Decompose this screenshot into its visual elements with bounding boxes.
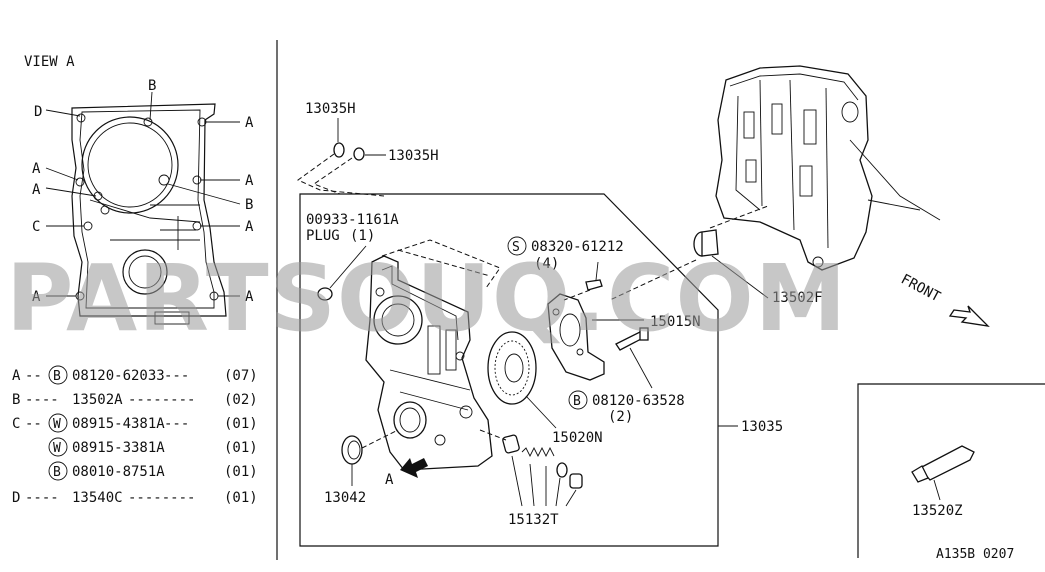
bolt-symbol-circle [568, 390, 588, 410]
label-13035h-top: 13035H [305, 101, 356, 117]
legend-row: B ---- 13502A -------- (02) [12, 392, 258, 408]
view-letter-b-top: B [148, 78, 156, 94]
legend-part: 08915-3381A [72, 440, 165, 456]
screw-code: 08320-61212 [531, 239, 624, 255]
plug-qty: (1) [350, 228, 375, 244]
view-arrow-label: A [385, 472, 394, 488]
view-arrow [400, 458, 428, 478]
view-letter-b-right: B [245, 197, 253, 213]
legend-key: A [12, 368, 21, 384]
hose-13035h [297, 118, 386, 197]
screw-qty: (4) [534, 256, 559, 272]
legend-row: W 08915-3381A (01) [48, 437, 258, 457]
legend-key: B [12, 392, 20, 408]
view-letter-a-1: A [245, 115, 254, 131]
legend-part: 13502A [72, 392, 123, 408]
legend-row: D ---- 13540C -------- (01) [12, 490, 258, 506]
legend-part: 08915-4381A [72, 416, 165, 432]
front-label: FRONT [898, 271, 943, 305]
legend-row: B 08010-8751A (01) [48, 461, 258, 481]
legend-dashes: -- [25, 416, 42, 432]
assembly-frame [299, 193, 719, 547]
legend-qty: (01) [224, 490, 258, 506]
label-13502f: 13502F [772, 290, 823, 306]
screw-symbol: S [512, 240, 520, 255]
view-title: VIEW A [24, 54, 75, 70]
bolt-qty: (2) [608, 409, 633, 425]
oil-pump-gear-15020n [487, 331, 557, 429]
legend-symbol: W [53, 417, 61, 432]
legend-symbol: W [53, 441, 61, 456]
legend-symbol-circle [48, 437, 68, 457]
legend-symbol-circle [48, 413, 68, 433]
legend-trail: -------- [128, 490, 195, 506]
view-letter-a-4: A [32, 182, 41, 198]
oil-pump-body-15015n [547, 293, 644, 381]
plug-part [317, 287, 333, 301]
label-13042: 13042 [324, 490, 366, 506]
cylinder-block-drawing [715, 65, 941, 271]
dowel-13502f [609, 205, 769, 301]
label-15020n: 15020N [552, 430, 603, 446]
front-arrow-icon [948, 305, 990, 327]
diagram-code: A135B 0207 [936, 547, 1014, 562]
bolt-part [615, 327, 653, 389]
view-letter-a-7: A [245, 289, 254, 305]
legend-part: 08010-8751A [72, 464, 165, 480]
legend-dashes: ---- [25, 490, 59, 506]
sealant-box [857, 383, 1045, 558]
watermark: PARTSOUQ.COM [6, 245, 847, 352]
legend-qty: (01) [224, 440, 258, 456]
legend-qty: (02) [224, 392, 258, 408]
view-letter-a-5: A [245, 219, 254, 235]
legend-symbol-circle [48, 461, 68, 481]
label-13035: 13035 [741, 419, 783, 435]
bolt-symbol: B [573, 394, 581, 409]
legend-key: D [12, 490, 20, 506]
legend-symbol: B [53, 465, 61, 480]
legend-qty: (01) [224, 416, 258, 432]
legend-trail: --- [164, 368, 189, 384]
label-15015n: 15015N [650, 314, 701, 330]
legend-part: 08120-62033 [72, 368, 165, 384]
plug-leader [329, 245, 367, 289]
front-cover-13035 [365, 239, 501, 471]
legend-trail: --- [164, 416, 189, 432]
plug-code: 00933-1161A [306, 212, 399, 228]
bolt-code: 08120-63528 [592, 393, 685, 409]
sealant-tube-13520z [911, 445, 975, 501]
screw-part [563, 261, 603, 301]
view-letter-a-6: A [32, 289, 41, 305]
legend-symbol-circle [48, 365, 68, 385]
view-a-leaders [45, 91, 241, 297]
legend-trail: -------- [128, 392, 195, 408]
label-13520z: 13520Z [912, 503, 963, 519]
legend-symbol: B [53, 369, 61, 384]
relief-valve-15132t [479, 429, 583, 507]
legend-row: A -- B 08120-62033 --- (07) [12, 365, 258, 385]
legend-dashes: ---- [25, 392, 59, 408]
legend-row: C -- W 08915-4381A --- (01) [12, 413, 258, 433]
legend-dashes: -- [25, 368, 42, 384]
view-letter-c: C [32, 219, 40, 235]
view-letter-a-2: A [32, 161, 41, 177]
oil-seal-13042 [341, 429, 399, 486]
view-letter-d: D [34, 104, 42, 120]
legend-qty: (01) [224, 464, 258, 480]
legend-key: C [12, 416, 20, 432]
label-15132t: 15132T [508, 512, 559, 528]
view-letter-a-3: A [245, 173, 254, 189]
plug-name: PLUG [306, 228, 340, 244]
legend-part: 13540C [72, 490, 123, 506]
fastener-legend: A -- B 08120-62033 --- (07) B ---- 13502… [12, 365, 258, 506]
label-13035h-side: 13035H [388, 148, 439, 164]
screw-symbol-circle [507, 236, 527, 256]
legend-qty: (07) [224, 368, 258, 384]
